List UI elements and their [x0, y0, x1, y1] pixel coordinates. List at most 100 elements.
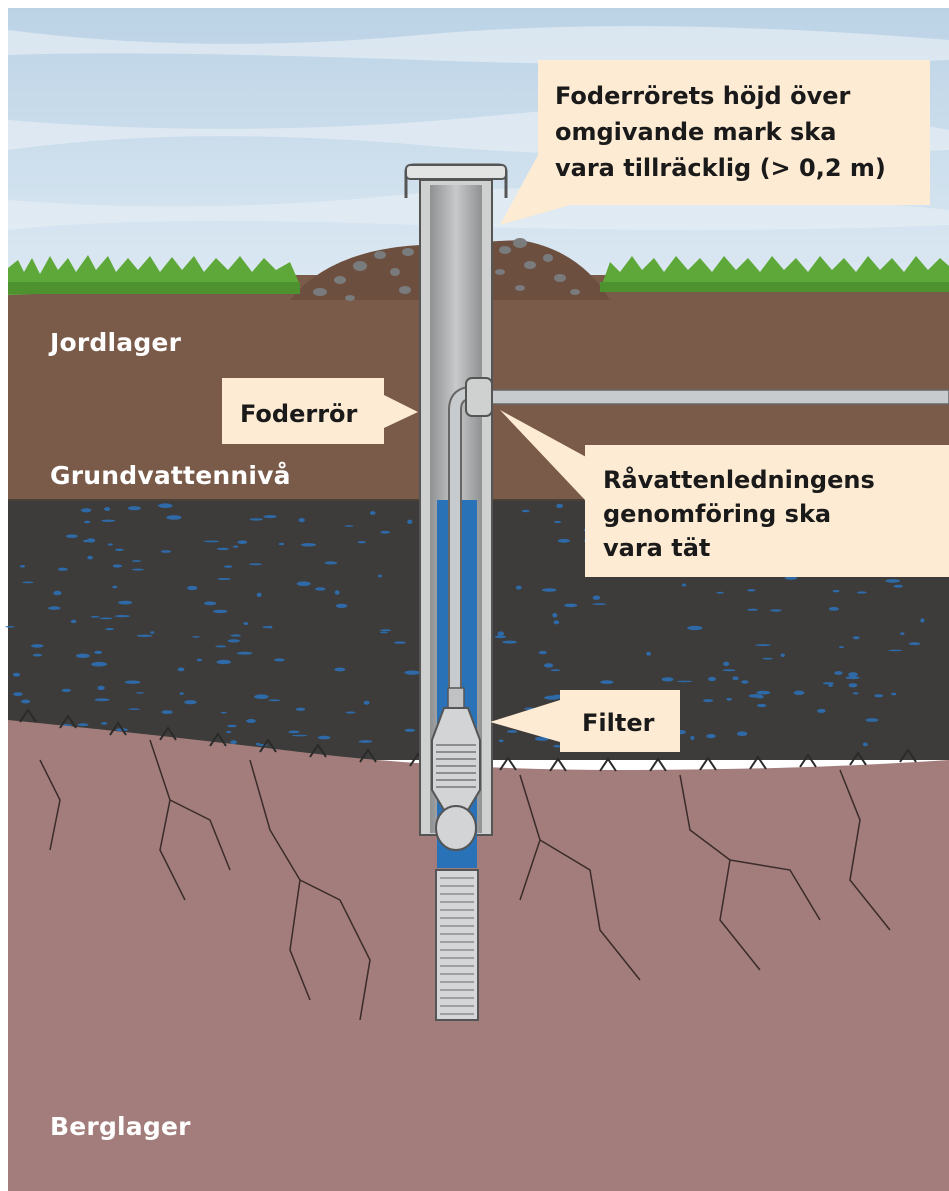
- water-fleck: [94, 698, 110, 702]
- water-fleck: [13, 692, 23, 696]
- water-fleck: [822, 682, 835, 685]
- water-fleck: [94, 650, 103, 655]
- casing-cap-top: [405, 164, 507, 180]
- water-fleck: [115, 548, 124, 551]
- label-soil-layer: Jordlager: [50, 328, 182, 357]
- water-fleck: [888, 649, 903, 652]
- water-fleck: [90, 615, 100, 618]
- water-fleck: [358, 740, 373, 743]
- water-fleck: [553, 744, 561, 748]
- water-fleck: [357, 541, 366, 544]
- water-fleck: [5, 626, 15, 628]
- water-fleck: [363, 700, 370, 705]
- water-fleck: [57, 567, 68, 571]
- water-fleck: [70, 619, 77, 624]
- water-fleck: [404, 670, 421, 675]
- water-fleck: [498, 739, 504, 743]
- water-fleck: [369, 511, 376, 515]
- pump-motor: [435, 805, 477, 851]
- water-fleck: [550, 669, 561, 672]
- water-fleck: [874, 694, 884, 698]
- water-fleck: [301, 543, 316, 547]
- water-fleck: [105, 628, 115, 631]
- water-fleck: [128, 708, 141, 710]
- water-fleck: [756, 690, 771, 695]
- water-fleck: [66, 534, 78, 538]
- callout-pipe-seal: Råvattenledningens genomföring ska vara …: [500, 410, 949, 577]
- water-fleck: [203, 540, 220, 543]
- pump-top: [447, 687, 465, 709]
- water-fleck: [127, 506, 141, 511]
- water-fleck: [334, 667, 346, 672]
- water-fleck: [196, 658, 203, 662]
- water-fleck: [324, 561, 338, 565]
- water-fleck: [315, 587, 326, 591]
- water-fleck: [780, 653, 785, 657]
- water-fleck: [217, 578, 231, 580]
- water-fleck: [136, 634, 153, 637]
- stones: [313, 238, 580, 301]
- water-fleck: [379, 631, 388, 634]
- water-fleck: [600, 680, 614, 684]
- water-fleck: [86, 538, 96, 543]
- water-fleck: [592, 595, 601, 600]
- water-fleck: [722, 669, 736, 672]
- water-fleck: [538, 650, 547, 655]
- water-fleck: [22, 581, 34, 584]
- callout-casing: Foderrör: [222, 378, 418, 444]
- water-fleck: [77, 723, 89, 727]
- water-fleck: [707, 676, 717, 682]
- water-fleck: [107, 543, 113, 546]
- water-fleck: [784, 576, 798, 580]
- water-fleck: [502, 640, 517, 644]
- water-fleck: [91, 661, 107, 667]
- water-fleck: [690, 735, 695, 740]
- water-fleck: [114, 615, 130, 618]
- water-fleck: [661, 677, 674, 682]
- water-fleck: [224, 565, 233, 568]
- callout-casing-height-line2: omgivande mark ska: [555, 118, 836, 146]
- water-fleck: [236, 651, 253, 655]
- water-fleck: [839, 646, 844, 649]
- water-fleck: [226, 730, 232, 734]
- water-fleck: [556, 503, 563, 509]
- water-fleck: [184, 700, 197, 705]
- water-fleck: [161, 710, 173, 714]
- water-fleck: [908, 642, 921, 646]
- water-fleck: [716, 591, 724, 594]
- water-fleck: [243, 622, 249, 625]
- water-fleck: [48, 606, 61, 610]
- water-fleck: [104, 507, 111, 511]
- water-fleck: [87, 555, 93, 560]
- water-fleck: [254, 694, 269, 699]
- water-fleck: [891, 692, 897, 696]
- water-fleck: [379, 629, 392, 632]
- water-fleck: [494, 635, 507, 639]
- water-fleck: [31, 644, 44, 648]
- water-fleck: [230, 634, 242, 637]
- label-groundwater-level: Grundvattennivå: [50, 461, 291, 490]
- water-fleck: [865, 718, 879, 722]
- water-fleck: [249, 563, 263, 566]
- water-fleck: [288, 730, 300, 734]
- water-fleck: [317, 735, 331, 740]
- water-fleck: [736, 731, 748, 736]
- water-fleck: [335, 603, 348, 609]
- water-fleck: [755, 644, 771, 647]
- water-fleck: [900, 632, 905, 635]
- water-fleck: [793, 690, 805, 695]
- water-fleck: [345, 711, 356, 714]
- water-fleck: [521, 509, 530, 513]
- water-fleck: [726, 697, 732, 701]
- water-fleck: [298, 518, 305, 523]
- water-fleck: [179, 692, 184, 695]
- water-fleck: [515, 585, 522, 590]
- water-fleck: [920, 618, 925, 623]
- grass-base-right: [600, 282, 949, 292]
- water-fleck: [97, 685, 105, 691]
- water-fleck: [12, 672, 21, 677]
- water-fleck: [99, 617, 113, 620]
- water-fleck: [83, 539, 89, 543]
- pump-ribs: [436, 744, 476, 788]
- water-fleck: [506, 730, 518, 733]
